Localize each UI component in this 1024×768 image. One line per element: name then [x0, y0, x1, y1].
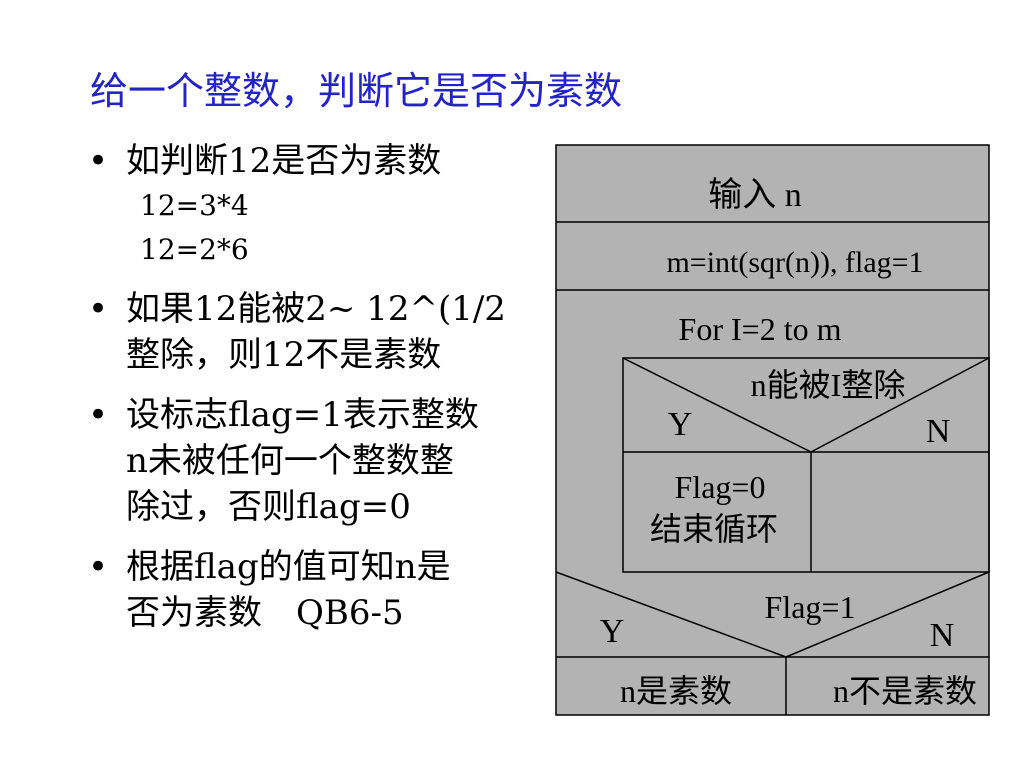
cond2-text: Flag=1 [765, 589, 856, 625]
cond1-text: n能被I整除 [751, 367, 906, 403]
cond1-yes: Y [668, 406, 693, 443]
loop-body [622, 357, 990, 573]
bullet-dot-icon: • [88, 547, 109, 587]
bullet-line: 根据flag的值可知n是 [126, 547, 451, 587]
bullet-item-1: • 如判断12是否为素数 [88, 138, 558, 184]
sub-item: 12=2*6 [140, 233, 249, 266]
init-step: m=int(sqr(n)), flag=1 [666, 246, 923, 279]
input-step: 输入 n [708, 176, 802, 214]
bullet-list: • 如判断12是否为素数 12=3*4 12=2*6 • 如果12能被2~ 12… [88, 138, 558, 636]
bullet-line: 设标志flag=1表示整数 [126, 395, 479, 435]
action-break: 结束循环 [650, 511, 778, 547]
bullet-item-4: • 根据flag的值可知n是 否为素数 QB6-5 [88, 544, 558, 636]
bullet-line: n未被任何一个整数整 [126, 441, 454, 481]
bullet-line: 除过，否则flag=0 [126, 487, 411, 527]
bullet-dot-icon: • [88, 289, 109, 329]
bullet-line: 否为素数 QB6-5 [126, 593, 404, 633]
bullet-text: 如判断12是否为素数 [126, 141, 442, 181]
bullet-item-2: • 如果12能被2~ 12^(1/2 整除，则12不是素数 [88, 286, 558, 378]
cond2-no: N [930, 617, 955, 654]
action-flag0: Flag=0 [675, 469, 766, 505]
slide-title: 给一个整数，判断它是否为素数 [90, 69, 623, 113]
sub-item: 12=3*4 [140, 189, 249, 222]
result-not-prime: n不是素数 [833, 673, 977, 709]
loop-header: For I=2 to m [679, 311, 842, 347]
bullet-dot-icon: • [88, 141, 109, 181]
flowchart-outer [555, 144, 990, 716]
cond2-yes: Y [600, 613, 625, 650]
cond1-no: N [926, 413, 951, 450]
bullet-line: 整除，则12不是素数 [126, 335, 442, 375]
bullet-dot-icon: • [88, 395, 109, 435]
result-prime: n是素数 [620, 673, 732, 709]
bullet-line: 如果12能被2~ 12^(1/2 [126, 289, 506, 329]
bullet-item-3: • 设标志flag=1表示整数 n未被任何一个整数整 除过，否则flag=0 [88, 392, 558, 530]
